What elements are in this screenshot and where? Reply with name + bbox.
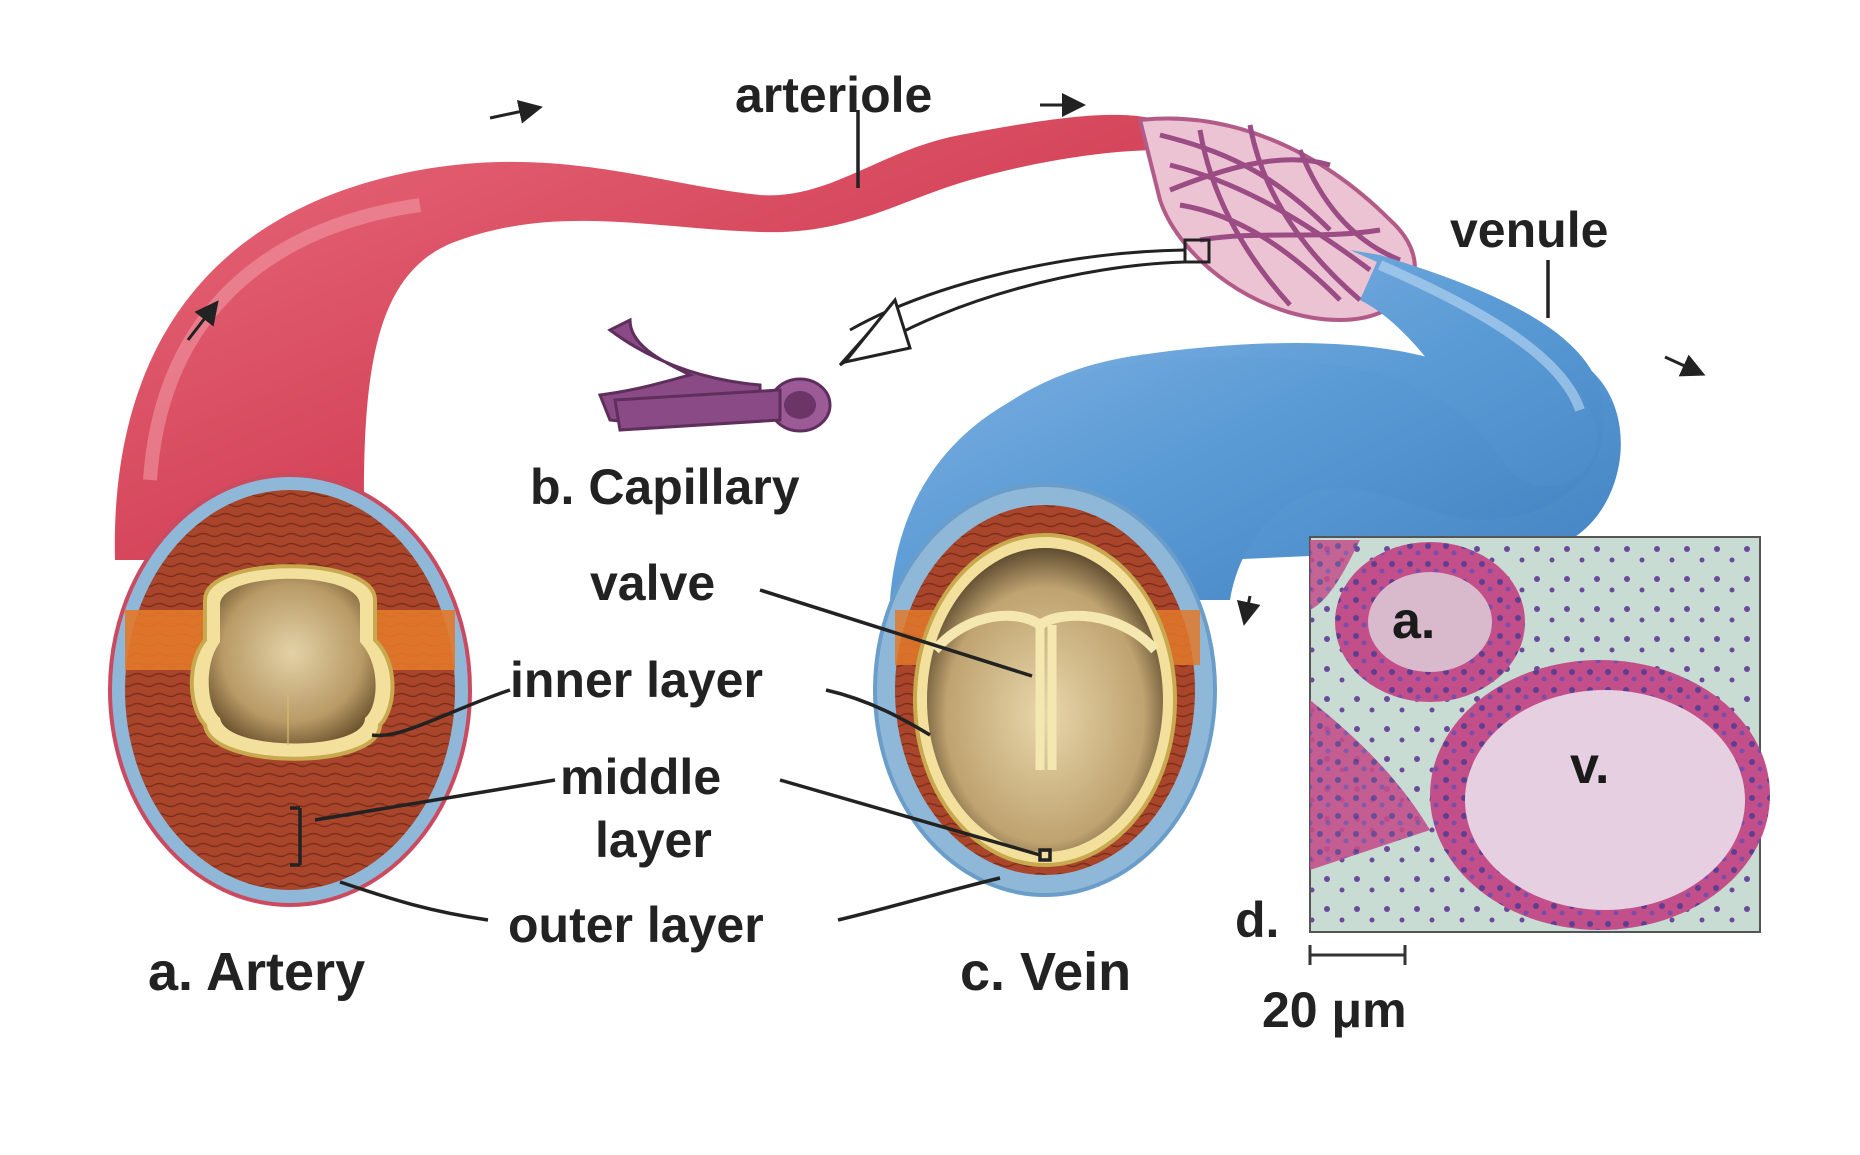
artery-cross-section (110, 475, 470, 905)
label-artery: a. Artery (148, 945, 365, 999)
label-micrograph-panel: d. (1235, 895, 1279, 945)
label-scale-bar: 20 μm (1262, 985, 1407, 1035)
zoom-arrow (840, 250, 1185, 365)
label-vein: c. Vein (960, 945, 1131, 999)
label-venule: venule (1450, 205, 1608, 255)
label-micrograph-artery: a. (1392, 595, 1435, 647)
label-valve: valve (590, 558, 715, 608)
label-capillary: b. Capillary (530, 462, 800, 512)
label-middle-layer-line2: layer (595, 815, 712, 865)
label-outer-layer: outer layer (508, 900, 764, 950)
flow-arrow (1245, 596, 1250, 620)
vein-cross-section (875, 485, 1215, 895)
label-middle-layer-line1: middle (560, 752, 721, 802)
label-inner-layer: inner layer (510, 655, 763, 705)
capillary-segment (600, 320, 830, 431)
flow-arrow (1665, 357, 1700, 373)
label-micrograph-vein: v. (1570, 740, 1610, 792)
flow-arrow (490, 108, 537, 118)
label-arteriole: arteriole (735, 70, 932, 120)
micrograph (1310, 537, 1770, 965)
